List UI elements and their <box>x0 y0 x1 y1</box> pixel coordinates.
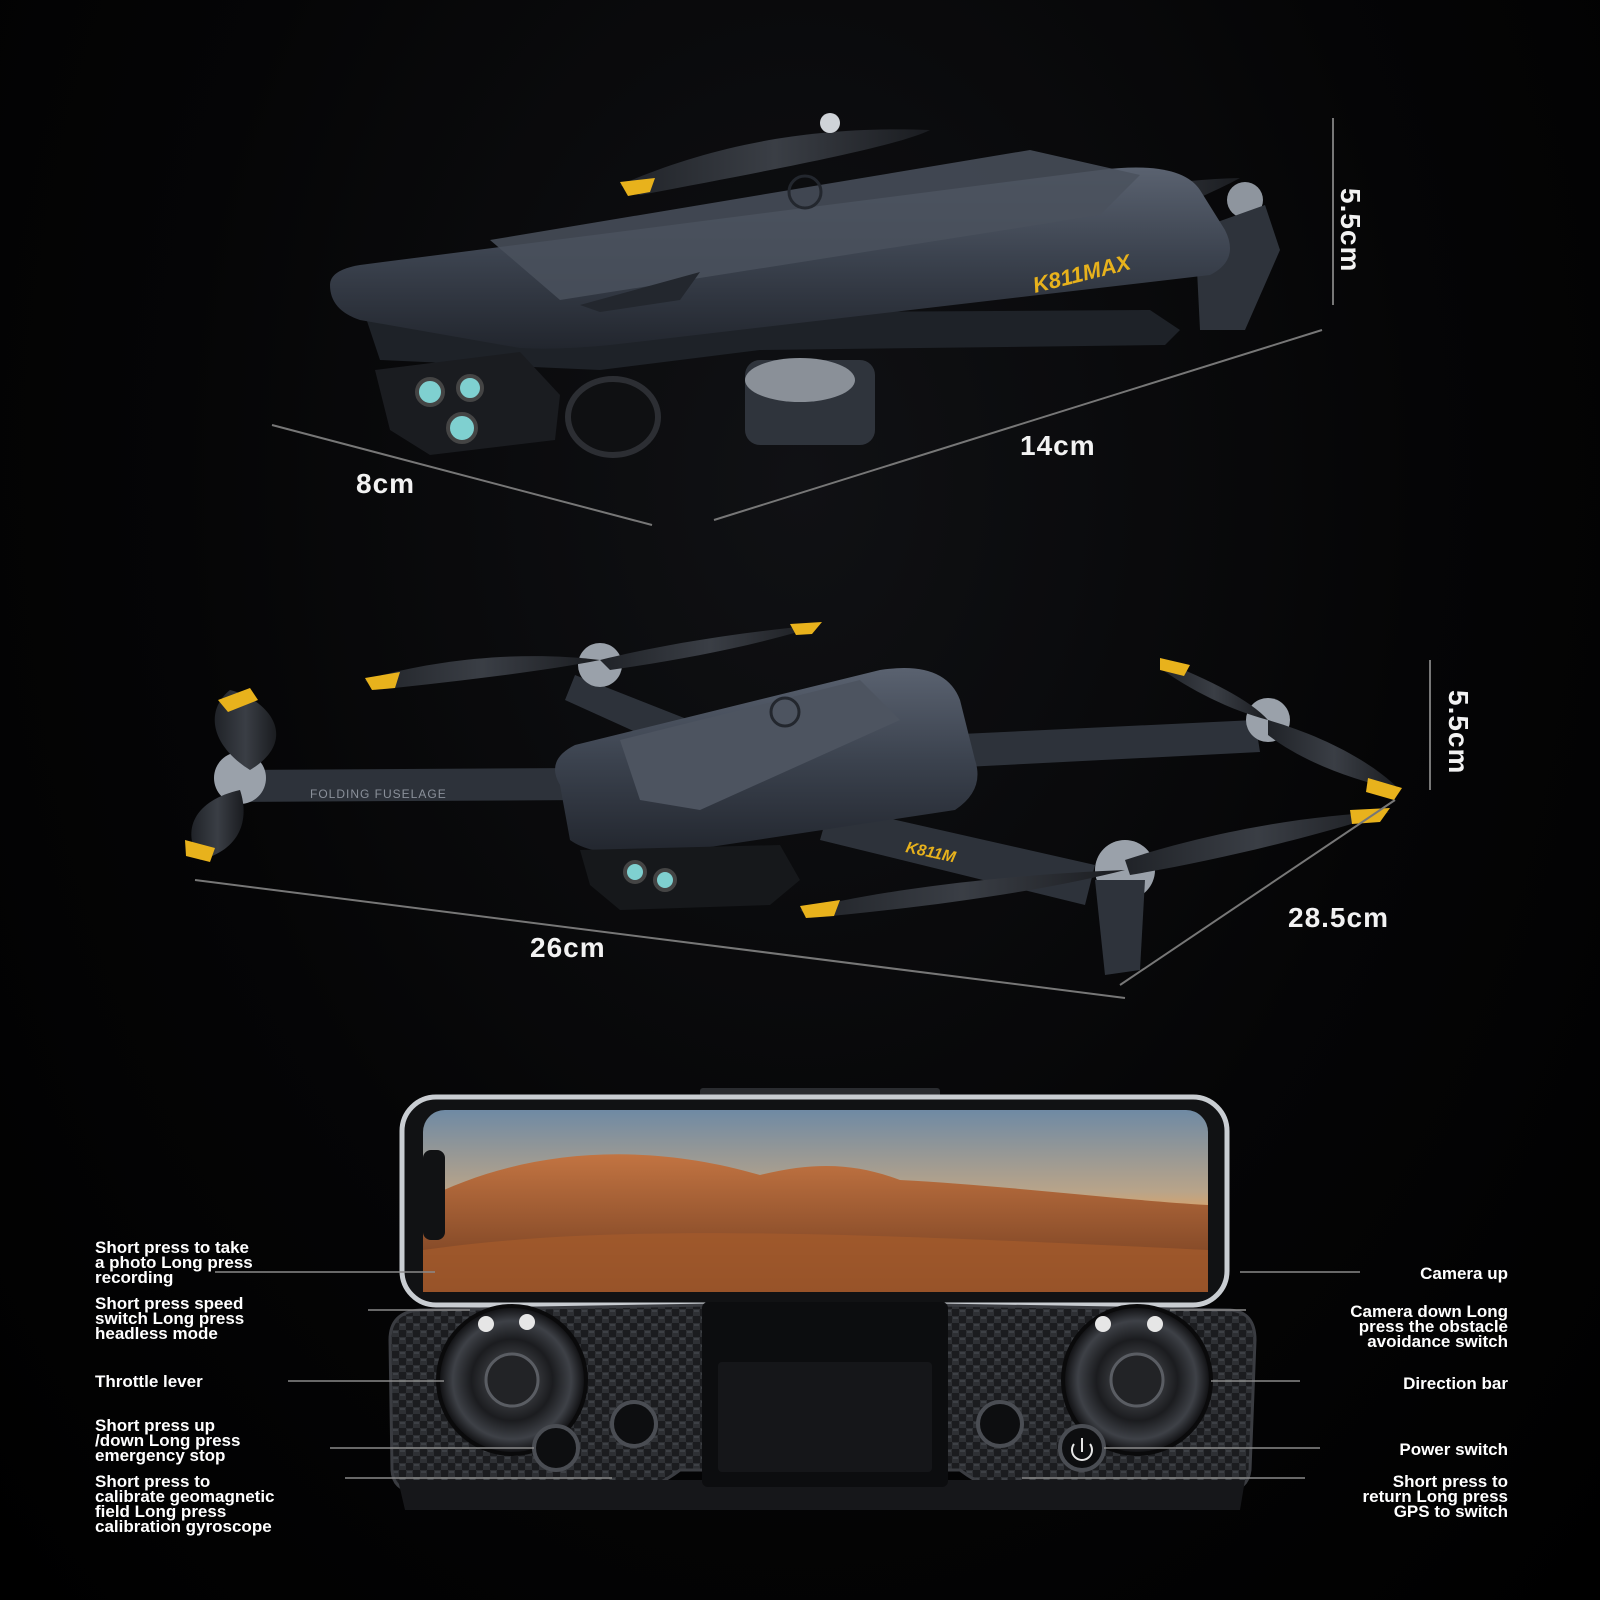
photo-icon[interactable] <box>478 1316 494 1332</box>
phone-notch <box>423 1150 445 1240</box>
camera-lens <box>623 860 647 884</box>
propeller-tip <box>790 622 822 635</box>
dim-folded-height: 5.5cm <box>1335 188 1366 273</box>
motor <box>578 643 622 687</box>
propeller-tip <box>1160 658 1190 676</box>
top-cover <box>490 150 1140 300</box>
desert-dune <box>423 1233 1208 1292</box>
camera-lens <box>653 868 677 892</box>
propeller <box>1268 720 1400 790</box>
dim-line-length <box>713 329 1323 521</box>
dim-folded-length: 14cm <box>1020 430 1096 461</box>
label-power-switch: Power switch <box>1399 1440 1508 1459</box>
calibrate-button[interactable] <box>610 1400 658 1448</box>
stick-cap <box>1109 1352 1165 1408</box>
propeller <box>365 656 600 690</box>
dim-unfolded-width: 26cm <box>530 932 606 963</box>
dim-unfolded-height: 5.5cm <box>1443 690 1474 775</box>
camera-up-icon[interactable] <box>1095 1316 1111 1332</box>
motor <box>745 358 855 402</box>
dim-folded-width: 8cm <box>356 468 416 499</box>
propeller-tip <box>620 178 655 196</box>
camera-gimbal <box>375 352 560 455</box>
dim-line-length <box>1119 799 1396 986</box>
logo-icon <box>769 696 801 728</box>
label-camera-down: Camera down Long press the obstacle avoi… <box>1350 1302 1508 1351</box>
vent <box>580 272 700 312</box>
label-throttle-lever: Throttle lever <box>95 1372 203 1391</box>
camera-gimbal <box>580 845 800 910</box>
callout-lines <box>215 1271 1360 1479</box>
landing-leg <box>1095 880 1145 975</box>
propeller-tip <box>365 672 400 690</box>
drone-arm <box>230 768 585 802</box>
propeller <box>620 129 930 195</box>
logo-icon <box>787 174 823 210</box>
stick-cap <box>484 1352 540 1408</box>
propeller <box>191 790 244 860</box>
remote-controller <box>215 1088 1360 1510</box>
label-photo-button: Short press to take a photo Long press r… <box>95 1238 253 1287</box>
propeller <box>1125 812 1390 875</box>
holder-slot <box>718 1362 932 1472</box>
speed-icon[interactable] <box>519 1314 535 1330</box>
dim-line-width <box>271 424 653 526</box>
label-return-button: Short press to return Long press GPS to … <box>1362 1472 1508 1521</box>
arm-text: FOLDING FUSELAGE <box>310 787 447 801</box>
top-cover <box>620 680 900 810</box>
propeller-tip <box>1366 778 1402 800</box>
label-direction-bar: Direction bar <box>1403 1374 1508 1393</box>
label-camera-up: Camera up <box>1420 1264 1508 1283</box>
drone-arm <box>940 720 1260 768</box>
obstacle-sensor <box>565 376 661 458</box>
label-calibrate-button: Short press to calibrate geomagnetic fie… <box>95 1472 275 1536</box>
camera-down-icon[interactable] <box>1147 1316 1163 1332</box>
controller-base <box>398 1480 1245 1510</box>
camera-lens <box>456 374 484 402</box>
unfolded-drone: FOLDING FUSELAGE K811M <box>185 622 1431 999</box>
return-button[interactable] <box>976 1400 1024 1448</box>
dim-line-width <box>194 879 1126 999</box>
camera-lens <box>446 412 478 444</box>
label-speed-button: Short press speed switch Long press head… <box>95 1294 245 1343</box>
folded-drone: K811MAX <box>271 113 1334 526</box>
propeller-tip <box>218 688 258 712</box>
propeller-tip <box>185 840 215 862</box>
power-icon <box>1071 1438 1093 1461</box>
propeller-tip <box>800 900 840 918</box>
dim-unfolded-length: 28.5cm <box>1288 902 1389 933</box>
motor-cap <box>820 113 840 133</box>
up-down-button[interactable] <box>532 1424 580 1472</box>
propeller <box>600 625 820 670</box>
propeller <box>800 870 1125 918</box>
propeller <box>1160 660 1268 720</box>
camera-lens <box>415 377 445 407</box>
label-up-down-button: Short press up /down Long press emergenc… <box>95 1416 241 1465</box>
